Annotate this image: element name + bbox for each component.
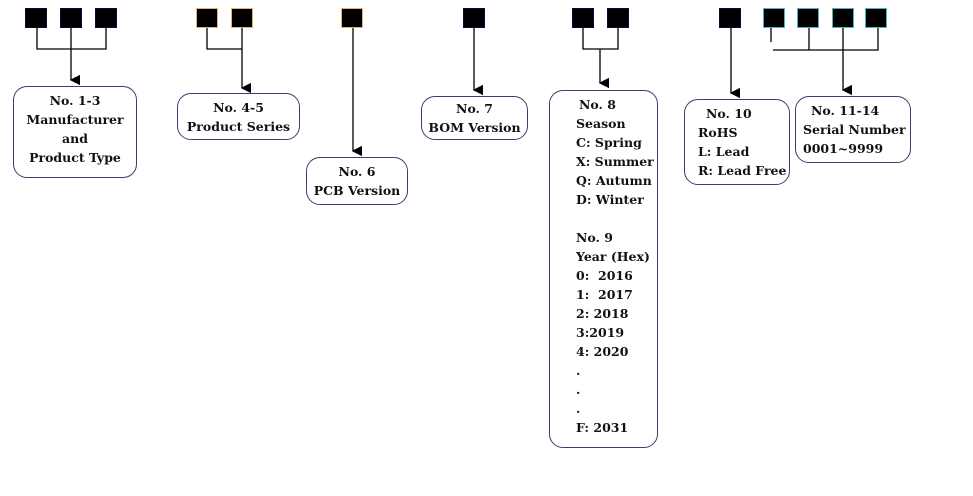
line: C: Spring <box>576 135 642 150</box>
bracket-11-14 <box>770 28 879 51</box>
line: . <box>576 401 581 416</box>
line: 1: 2017 <box>576 287 633 302</box>
box-product-series: No. 4-5 Product Series <box>177 93 300 140</box>
title: No. 1-3 <box>49 93 101 108</box>
digit-5-square <box>231 8 253 28</box>
line: and <box>62 131 88 146</box>
digit-10-square <box>719 8 741 28</box>
line: . <box>576 382 581 397</box>
line: BOM Version <box>428 120 521 135</box>
box-rohs: No. 10 RoHS L: Lead R: Lead Free <box>684 99 790 185</box>
line: 0: 2016 <box>576 268 633 283</box>
line: X: Summer <box>576 154 654 169</box>
title: No. 6 <box>338 164 376 179</box>
line: 4: 2020 <box>576 344 629 359</box>
digit-8-square <box>572 8 594 28</box>
line: Manufacturer <box>26 112 124 127</box>
box-bom-version: No. 7 BOM Version <box>421 96 528 140</box>
title: No. 7 <box>456 101 493 116</box>
line: D: Winter <box>576 192 644 207</box>
line: Season <box>576 116 626 131</box>
bracket-8-9 <box>582 28 619 50</box>
digit-1-square <box>25 8 47 28</box>
digit-3-square <box>95 8 117 28</box>
line: 2: 2018 <box>576 306 629 321</box>
box-pcb-version: No. 6 PCB Version <box>306 157 408 205</box>
digit-7-square <box>463 8 485 28</box>
line: F: 2031 <box>576 420 629 435</box>
box-manufacturer: No. 1-3 Manufacturer and Product Type <box>13 86 137 178</box>
line: R: Lead Free <box>698 163 787 178</box>
line: L: Lead <box>698 144 750 159</box>
line: Product Series <box>186 119 291 134</box>
line: Product Type <box>29 150 121 165</box>
title: No. 8 <box>579 97 616 112</box>
line: Q: Autumn <box>576 173 652 188</box>
digit-13-square <box>832 8 854 28</box>
box-season-year: No. 8 Season C: Spring X: Summer Q: Autu… <box>549 90 658 448</box>
digit-9-square <box>607 8 629 28</box>
digit-2-square <box>60 8 82 28</box>
line: No. 9 <box>576 230 613 245</box>
line: . <box>576 363 581 378</box>
bracket-1-3 <box>36 28 107 50</box>
box-serial-number: No. 11-14 Serial Number 0001~9999 <box>795 96 911 163</box>
line: RoHS <box>698 125 738 140</box>
line <box>576 209 651 228</box>
line: 0001~9999 <box>803 141 884 156</box>
line: PCB Version <box>313 183 401 198</box>
bracket-4-5 <box>206 28 242 50</box>
digit-11-square <box>763 8 785 28</box>
title: No. 11-14 <box>811 103 880 118</box>
digit-12-square <box>797 8 819 28</box>
line: Serial Number <box>803 122 906 137</box>
title: No. 4-5 <box>213 100 264 115</box>
digit-4-square <box>196 8 218 28</box>
line: 3:2019 <box>576 325 625 340</box>
line: Year (Hex) <box>576 249 650 264</box>
title: No. 10 <box>706 106 752 121</box>
digit-6-square <box>341 8 363 28</box>
digit-14-square <box>865 8 887 28</box>
